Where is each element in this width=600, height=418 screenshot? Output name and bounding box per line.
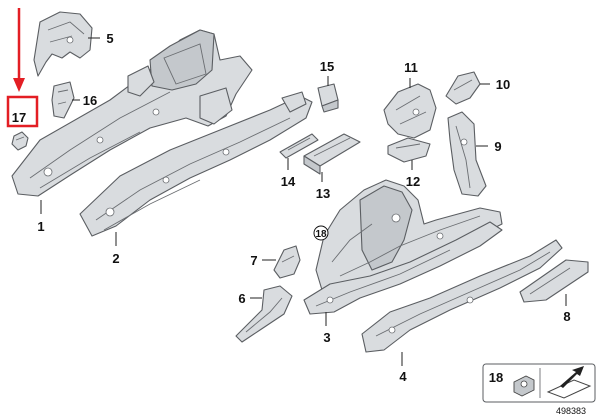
callout-15[interactable]: 15 bbox=[320, 59, 334, 74]
callout-18[interactable]: 18 bbox=[315, 229, 327, 240]
part-16[interactable] bbox=[51, 81, 75, 119]
part-9[interactable] bbox=[447, 111, 487, 197]
callout-4[interactable]: 4 bbox=[399, 369, 407, 384]
part-5[interactable] bbox=[33, 11, 93, 77]
red-arrow-head bbox=[13, 78, 25, 92]
callout-1[interactable]: 1 bbox=[37, 219, 44, 234]
callout-5[interactable]: 5 bbox=[106, 31, 113, 46]
callout-11[interactable]: 11 bbox=[404, 60, 418, 75]
callout-14[interactable]: 14 bbox=[281, 174, 296, 189]
part-12[interactable] bbox=[387, 137, 431, 163]
callout-16[interactable]: 16 bbox=[83, 93, 97, 108]
part-14[interactable] bbox=[279, 133, 319, 159]
part-13[interactable] bbox=[303, 133, 361, 175]
callout-9[interactable]: 9 bbox=[494, 139, 501, 154]
callout-10[interactable]: 10 bbox=[496, 77, 510, 92]
callout-3[interactable]: 3 bbox=[323, 330, 330, 345]
part-7[interactable] bbox=[273, 245, 301, 279]
part-3[interactable] bbox=[303, 221, 503, 315]
clip-nut-icon bbox=[513, 375, 535, 397]
highlight-box bbox=[6, 95, 39, 128]
part-1[interactable] bbox=[11, 29, 253, 197]
part-6[interactable] bbox=[235, 285, 293, 343]
part-11[interactable] bbox=[383, 83, 437, 139]
part-10[interactable] bbox=[445, 71, 481, 105]
callout-8[interactable]: 8 bbox=[563, 309, 570, 324]
part-8[interactable] bbox=[519, 259, 589, 303]
highlight-indicator bbox=[6, 8, 39, 128]
callout-17[interactable]: 17 bbox=[12, 110, 26, 125]
callout-6[interactable]: 6 bbox=[238, 291, 245, 306]
part-17[interactable] bbox=[11, 131, 29, 151]
callout-18-circle bbox=[313, 225, 329, 241]
callout-13[interactable]: 13 bbox=[316, 186, 330, 201]
part-2[interactable] bbox=[79, 91, 313, 237]
callout-2[interactable]: 2 bbox=[112, 251, 119, 266]
part-15[interactable] bbox=[317, 83, 339, 113]
arrow-sheet-icon bbox=[546, 366, 592, 399]
part-4[interactable] bbox=[361, 239, 563, 353]
callout-7[interactable]: 7 bbox=[250, 253, 257, 268]
legend-number: 18 bbox=[489, 370, 503, 385]
diagram-id: 498383 bbox=[556, 406, 586, 416]
callout-12[interactable]: 12 bbox=[406, 174, 420, 189]
legend-box: 18 bbox=[482, 363, 596, 403]
